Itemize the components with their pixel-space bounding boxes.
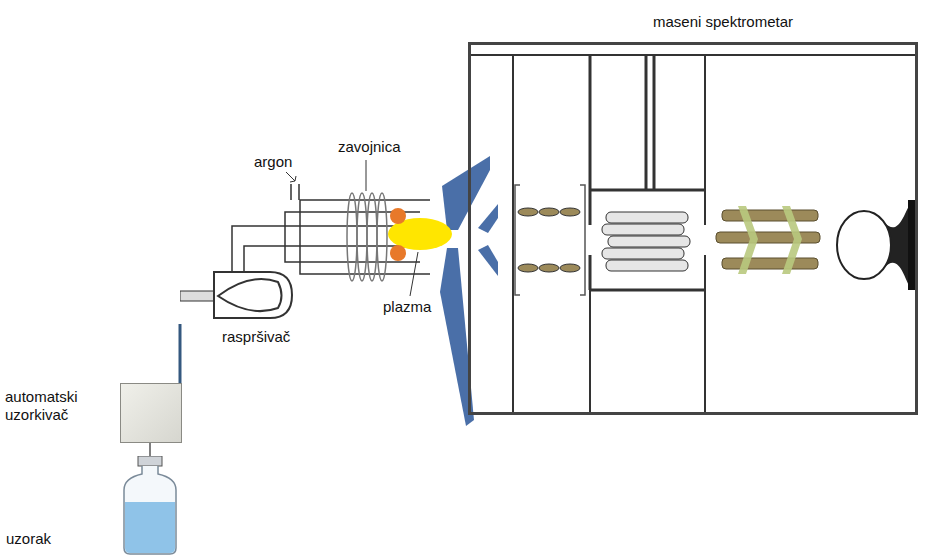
- plasma-label: plazma: [383, 298, 431, 316]
- quadrupole: [716, 210, 820, 269]
- plasma-flame: [388, 208, 452, 261]
- sample-bottle: uzorak: [118, 456, 182, 556]
- ion-lens: [560, 208, 580, 216]
- induction-coil: [377, 193, 387, 281]
- housing-detail: [704, 255, 706, 415]
- bottle-cap: [138, 456, 162, 466]
- sample-tube: [179, 324, 182, 383]
- collision-cell: [606, 212, 688, 223]
- quadrupole: [716, 206, 820, 274]
- collision-cell: [608, 236, 690, 247]
- induction-coil: [357, 193, 367, 281]
- ion-lens: [560, 264, 580, 272]
- quadrupole: [722, 210, 818, 221]
- bottle-body: [124, 466, 176, 554]
- coil-label: zavojnica: [338, 138, 401, 156]
- housing-detail: [512, 55, 514, 415]
- housing-detail: [704, 55, 706, 225]
- plasma-flame: [390, 208, 406, 224]
- collision-cell: [602, 248, 684, 259]
- housing-detail: [653, 55, 656, 190]
- housing-detail: [589, 290, 591, 415]
- interface-cones: [478, 245, 498, 276]
- interface-cones: [478, 204, 498, 233]
- gas-label: argon: [254, 153, 292, 171]
- collision-cell: [602, 212, 690, 271]
- housing-detail: [589, 55, 592, 190]
- leader-lines: [286, 172, 296, 182]
- part-name: uzorak: [6, 530, 51, 548]
- nebulizer: raspršivač: [180, 266, 294, 324]
- housing-detail: [468, 54, 918, 56]
- induction-coil: [347, 193, 357, 281]
- quadrupole: [716, 232, 820, 243]
- housing-detail: [645, 55, 648, 190]
- mass-spectrometer-housing: maseni spektrometar: [468, 42, 918, 415]
- ion-lens: [539, 208, 559, 216]
- quadrupole: [738, 206, 758, 274]
- autosampler-box: automatski uzorkivač: [120, 383, 182, 443]
- interface-cones: [442, 156, 490, 230]
- housing-detail: [468, 55, 918, 415]
- quadrupole: [722, 258, 818, 269]
- collision-cell: [606, 260, 688, 271]
- quadrupole: [738, 206, 802, 274]
- sample-liquid: [125, 502, 175, 553]
- part-name: automatski uzorkivač: [5, 388, 105, 424]
- leader-lines: [410, 252, 418, 296]
- nebulizer-nozzle: [180, 291, 216, 301]
- sample-line: [149, 443, 151, 456]
- ion-lens: [515, 185, 585, 295]
- ion-lens: [518, 264, 538, 272]
- quadrupole: [782, 206, 802, 274]
- spray-chamber: [214, 272, 292, 318]
- sample-bottle-outline: [118, 456, 182, 556]
- ion-lens: [539, 264, 559, 272]
- ion-lens: [515, 185, 585, 295]
- plasma-flame: [390, 245, 406, 261]
- detector: [837, 211, 891, 279]
- induction-coil: [347, 193, 387, 281]
- nebulizer-outline: [180, 266, 294, 324]
- part-name: maseni spektrometar: [653, 13, 793, 31]
- housing-detail: [590, 190, 705, 290]
- detector: [837, 200, 918, 290]
- ion-lens: [518, 208, 538, 216]
- torch: [232, 226, 410, 272]
- torch: [291, 184, 299, 200]
- spray-cone: [218, 279, 282, 311]
- induction-coil: [367, 193, 377, 281]
- leader-lines: [366, 160, 367, 191]
- ion-lens: [518, 208, 580, 272]
- leader-lines: [286, 160, 418, 296]
- part-name: raspršivač: [222, 328, 290, 346]
- collision-cell: [602, 224, 684, 235]
